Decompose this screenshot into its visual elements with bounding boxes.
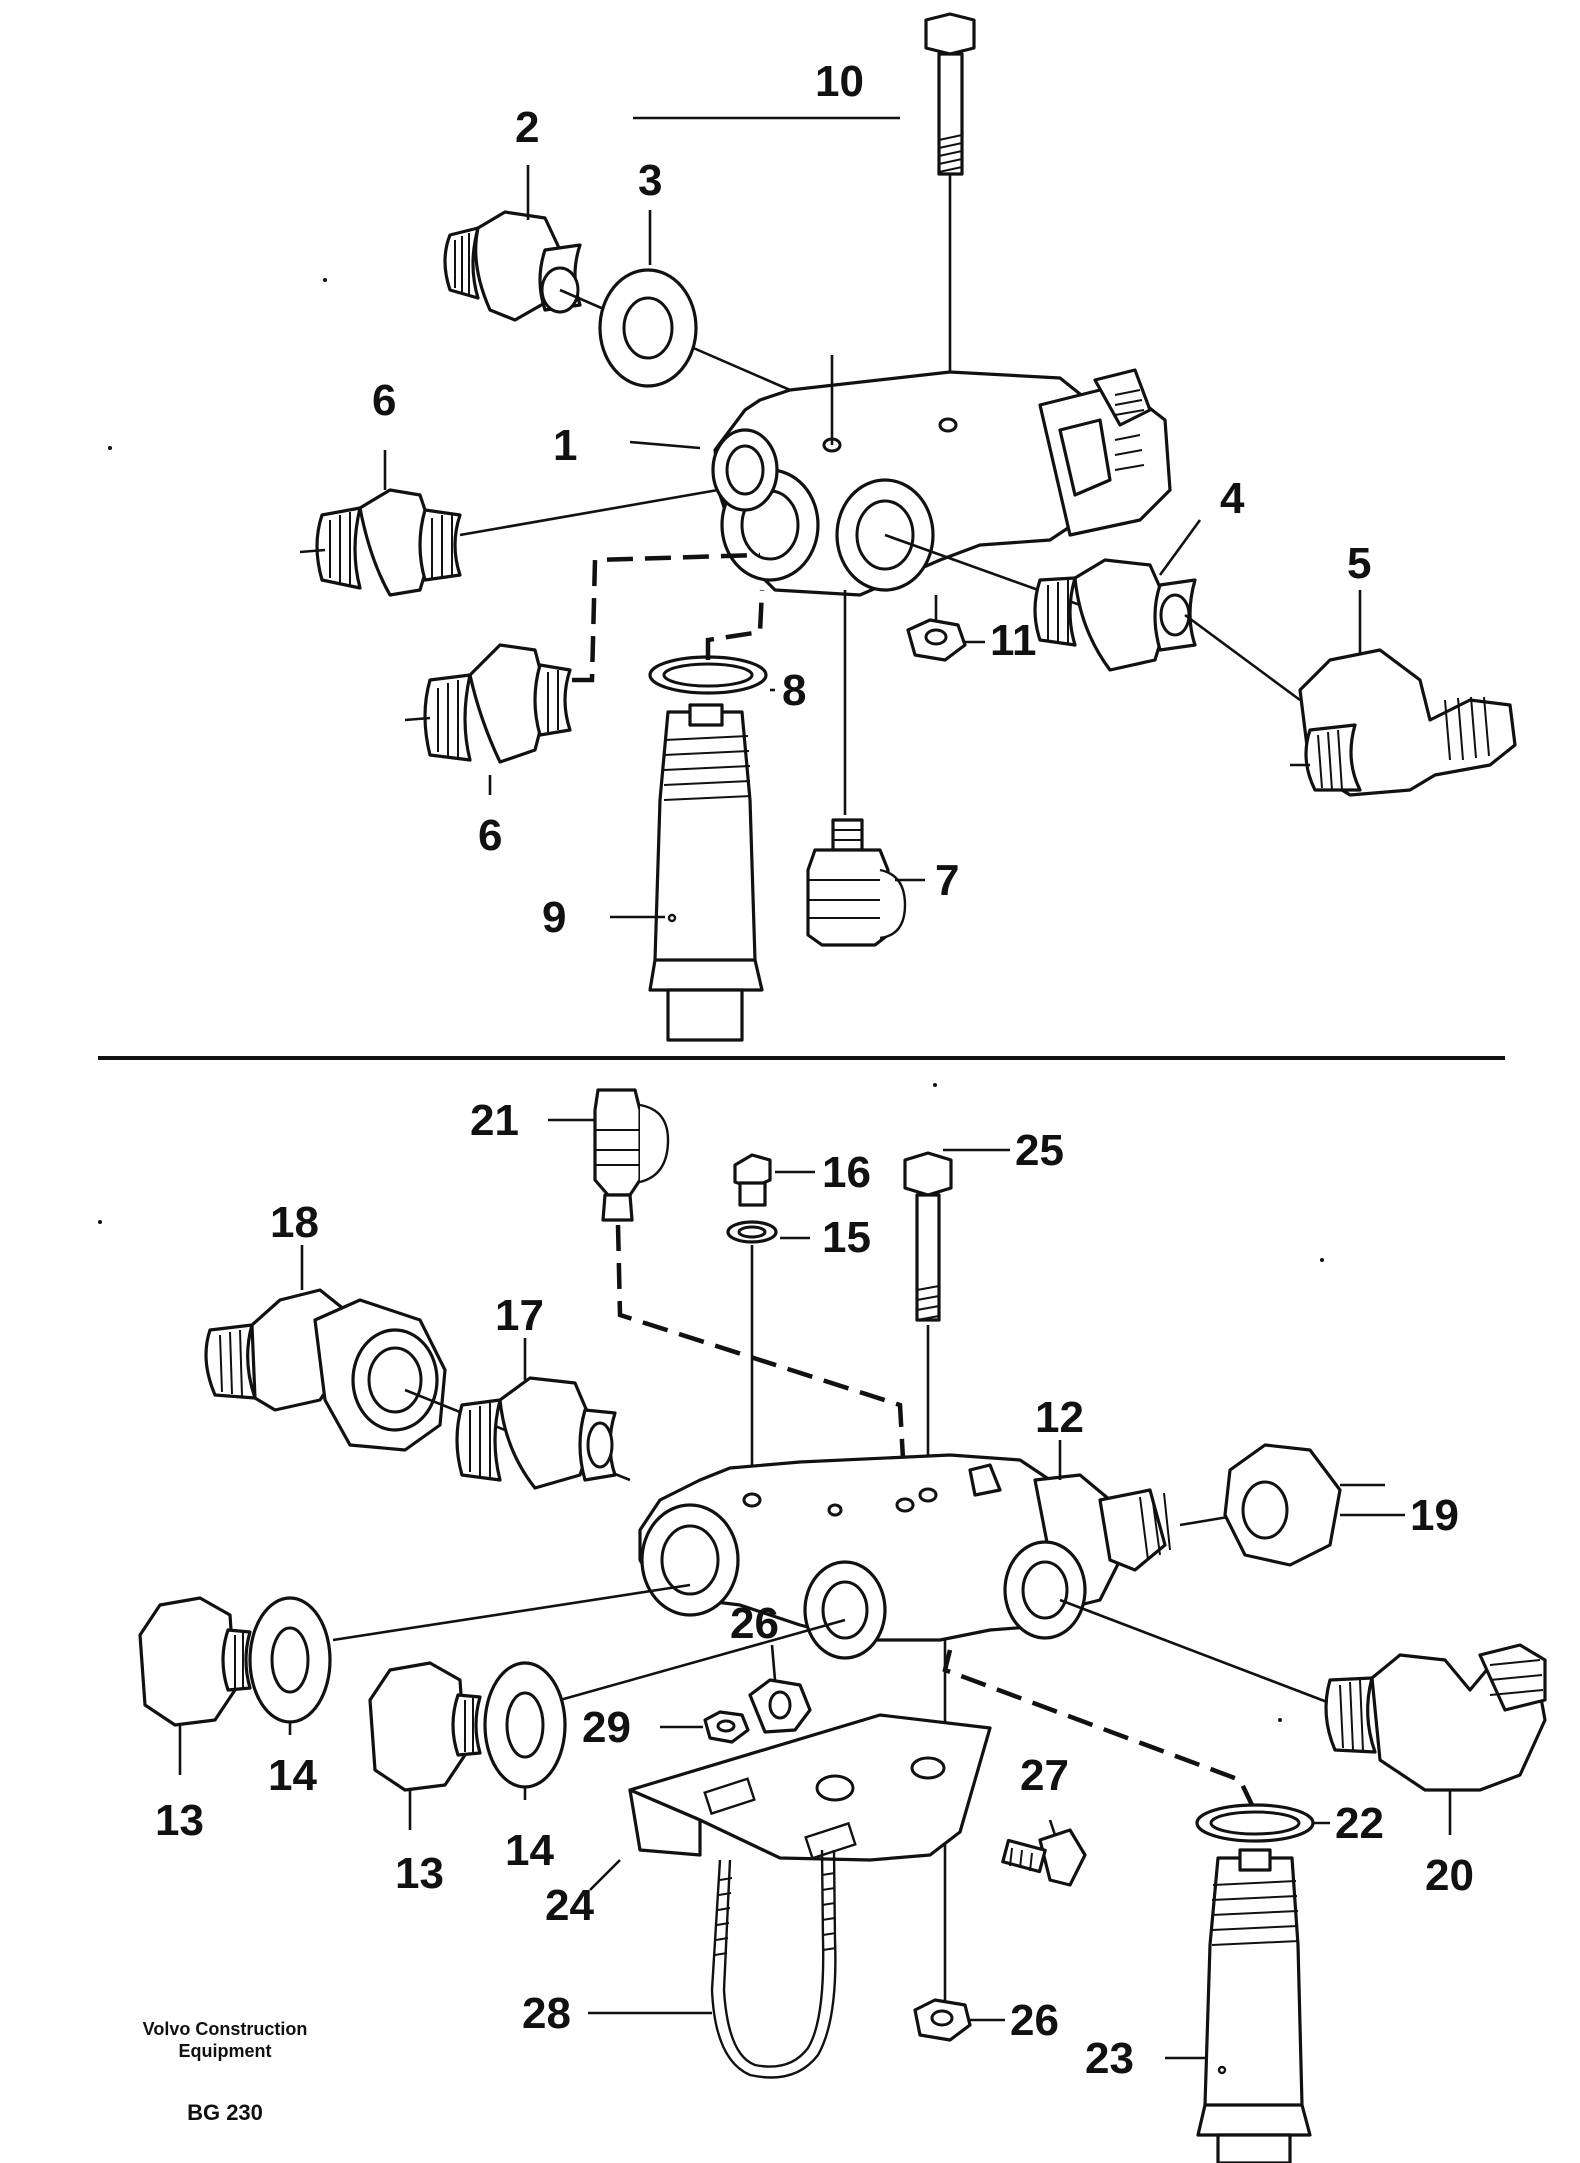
callout-18: 18: [270, 1198, 319, 1247]
nut-19: [1223, 1443, 1405, 1567]
plug-13-left: [138, 1596, 252, 1775]
washer-15: [726, 1220, 810, 1500]
callout-13-left: 13: [155, 1796, 204, 1845]
callout-1: 1: [553, 421, 577, 470]
adapter-9: [648, 703, 764, 1042]
washer-14-left: [248, 1596, 332, 1735]
leader-4: [1158, 519, 1202, 576]
callout-9: 9: [542, 893, 566, 942]
callout-20: 20: [1425, 1851, 1474, 1900]
fitting-4: [1033, 558, 1301, 702]
callout-25: 25: [1015, 1126, 1064, 1175]
bracket-24: [589, 1713, 992, 1891]
caption-block: Volvo Construction Equipment BG 230: [143, 2019, 308, 2125]
nut-29: [660, 1710, 750, 1744]
scan-specks: [98, 278, 1324, 1722]
callout-23: 23: [1085, 2034, 1134, 2083]
coupling-21: [548, 1088, 908, 1496]
callout-26-lower: 26: [1010, 1996, 1059, 2045]
callout-labels: 10 2 3 1 6 4 5 11 8 6 7 9 21 25 16 15 18…: [155, 57, 1474, 2083]
plug-16: [733, 1153, 815, 1207]
bolt-10: [924, 12, 976, 420]
callout-22: 22: [1335, 1799, 1384, 1848]
valve-block-1: [711, 355, 1172, 607]
callout-14-right: 14: [505, 1826, 554, 1875]
callout-10: 10: [815, 57, 864, 106]
callout-3: 3: [638, 156, 662, 205]
nut-11: [906, 595, 967, 662]
upper-assembly: [299, 12, 1517, 1042]
elbow-18: [204, 1245, 631, 1482]
callout-4: 4: [1220, 474, 1245, 523]
bolt-27: [1001, 1819, 1087, 1887]
callout-24: 24: [545, 1881, 594, 1930]
callout-27: 27: [1020, 1751, 1069, 1800]
callout-6-lower: 6: [478, 811, 502, 860]
callout-14-left: 14: [268, 1751, 317, 1800]
fitting-2: [443, 210, 791, 392]
o-ring-22: [1195, 1803, 1330, 1843]
callout-16: 16: [822, 1148, 871, 1197]
fitting-6-upper: [299, 488, 719, 597]
o-ring-8: [648, 589, 768, 695]
callout-28: 28: [522, 1989, 571, 2038]
callout-11: 11: [990, 616, 1037, 665]
valve-block-12: [332, 1440, 1336, 2030]
washer-3: [598, 268, 698, 388]
lower-assembly: [138, 1088, 1547, 2163]
callout-21: 21: [470, 1096, 519, 1145]
nut-26-upper: [748, 1644, 812, 1734]
caption-company-line2: Equipment: [179, 2041, 272, 2061]
fitting-17: [455, 1338, 617, 1490]
callout-17: 17: [495, 1291, 544, 1340]
coupling-7: [806, 590, 907, 947]
callout-13-right: 13: [395, 1849, 444, 1898]
elbow-20: [1324, 1643, 1547, 1835]
elbow-5: [1290, 648, 1517, 797]
caption-drawing-code: BG 230: [187, 2100, 263, 2125]
callout-5: 5: [1347, 539, 1371, 588]
callout-6-upper: 6: [372, 376, 396, 425]
callout-2: 2: [515, 103, 539, 152]
fitting-6-lower: [404, 552, 761, 764]
u-bolt-28: [588, 1849, 837, 2079]
callout-8: 8: [782, 666, 806, 715]
nut-26-lower: [913, 1998, 1005, 2042]
plug-13-right: [368, 1661, 482, 1830]
callout-26-upper: 26: [730, 1599, 779, 1648]
callout-15: 15: [822, 1213, 871, 1262]
adapter-23: [1165, 1848, 1312, 2163]
callout-12: 12: [1035, 1393, 1084, 1442]
bolt-25: [903, 1148, 1010, 1500]
callout-19: 19: [1410, 1491, 1459, 1540]
callout-7: 7: [935, 856, 959, 905]
leader-1: [629, 440, 701, 450]
callout-29: 29: [582, 1703, 631, 1752]
washer-14-right: [483, 1661, 567, 1800]
caption-company-line1: Volvo Construction: [143, 2019, 308, 2039]
